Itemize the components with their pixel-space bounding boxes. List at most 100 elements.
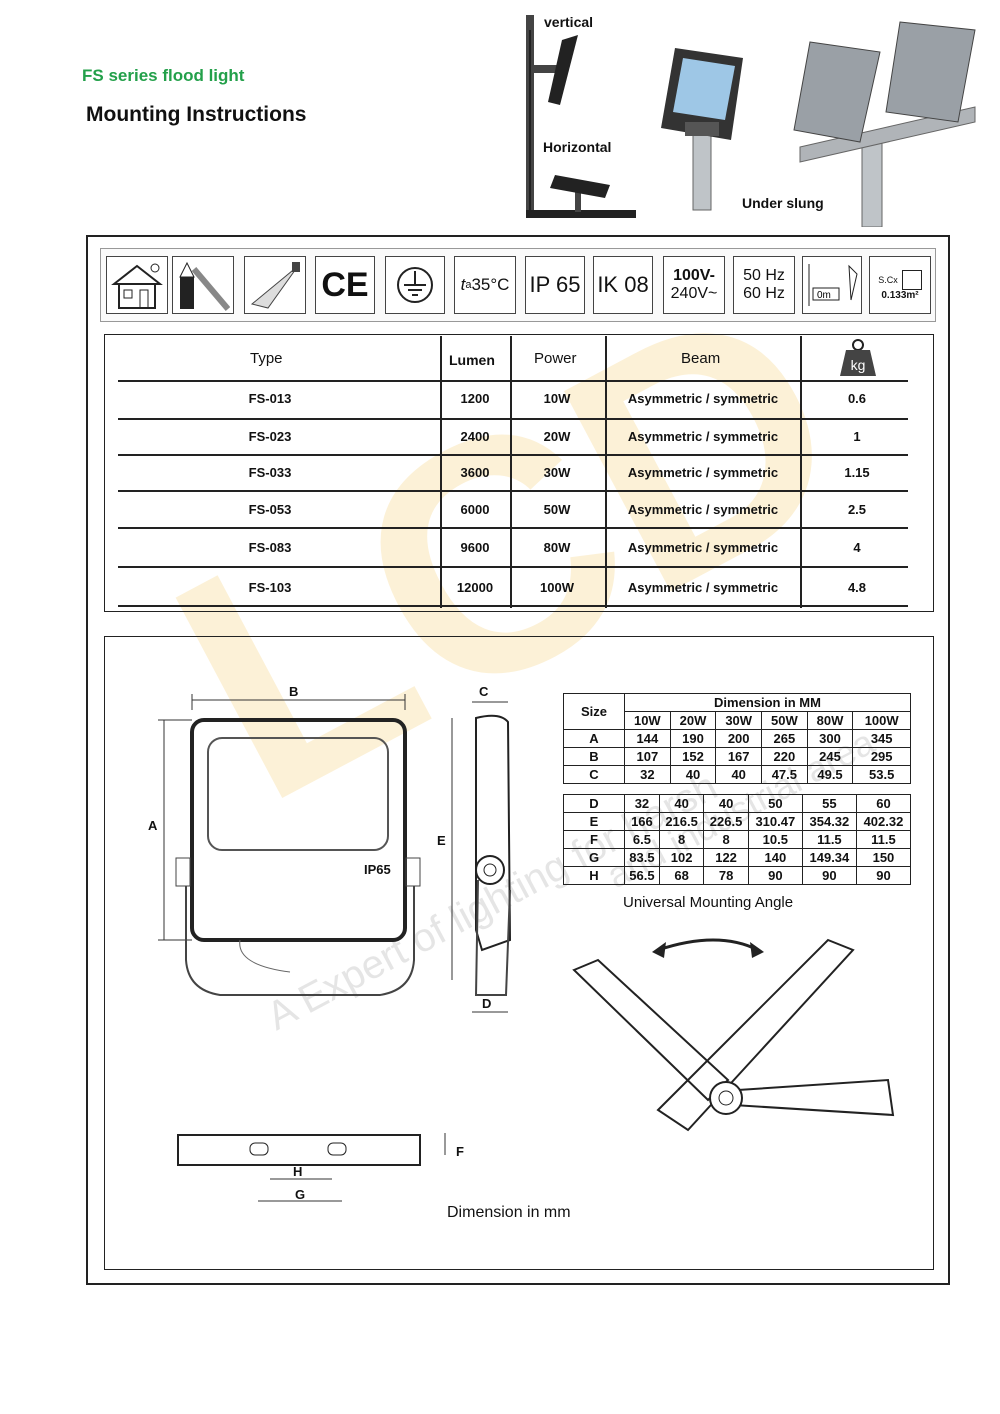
mounting-angle-caption: Universal Mounting Angle [623, 894, 794, 911]
dim-cell: 40 [703, 794, 749, 813]
dim-label-d: D [482, 996, 492, 1011]
beam-projection-icon [244, 256, 306, 314]
dim-cell: 122 [703, 848, 749, 867]
min-distance-icon: 0m [802, 256, 862, 314]
spec-sheet-frame [86, 235, 950, 1285]
dim-cell: 8 [703, 830, 749, 849]
spec-cell: 0.6 [847, 391, 867, 406]
dim-label-c: C [479, 684, 489, 699]
ground-earth-icon [385, 256, 445, 314]
dim-label-a: A [148, 818, 158, 833]
dim-cell: F [563, 830, 625, 849]
dim-cell: 55 [801, 794, 857, 813]
wall-mount-icon [172, 256, 234, 314]
spec-cell: 10W [543, 391, 571, 406]
certification-icon-bar [100, 248, 936, 322]
dim-cell: 83.5 [624, 848, 660, 867]
dim-cell: 107 [624, 747, 671, 766]
dim-label-e: E [437, 833, 446, 848]
dim-cell: 68 [658, 866, 705, 885]
front-view-drawing [158, 694, 421, 996]
side-view-drawing [451, 701, 512, 1013]
spec-cell: 20W [543, 429, 571, 444]
dim-cell: 167 [715, 747, 763, 766]
voltage-icon: 100V-240V~ [663, 256, 725, 314]
dim-cell: G [563, 848, 625, 867]
spec-cell: 1 [853, 429, 861, 444]
dim-cell: 49.5 [806, 765, 854, 784]
dim-cell: 53.5 [852, 765, 911, 784]
mounting-angle-drawing [572, 938, 895, 1132]
spec-cell: 6000 [460, 502, 490, 517]
ce-mark-icon: CE [315, 256, 375, 314]
spec-cell: FS-013 [248, 391, 292, 406]
spec-cell: 1200 [460, 391, 490, 406]
spec-cell: Asymmetric / symmetric [627, 540, 779, 555]
header-type: Type [250, 350, 283, 367]
page-title: Mounting Instructions [86, 103, 307, 126]
dim-cell: 40 [658, 794, 705, 813]
dim-cell: 245 [806, 747, 854, 766]
dim-cell: 32 [624, 765, 671, 784]
dim-cell: C [563, 765, 625, 784]
dim-cell: 200 [715, 729, 763, 748]
spec-cell: FS-023 [248, 429, 292, 444]
ik-rating-icon: IK 08 [593, 256, 653, 314]
dim-cell: 402.32 [855, 812, 912, 831]
spec-cell: 4.8 [847, 580, 867, 595]
dim-size-header: Size [563, 693, 625, 730]
dim-mm-header: Dimension in MM [624, 693, 911, 712]
mounting-diagram [526, 15, 636, 218]
dim-power-header: 80W [806, 711, 854, 730]
dim-cell: 32 [624, 794, 660, 813]
dim-cell: 354.32 [801, 812, 857, 831]
dim-cell: 90 [747, 866, 803, 885]
spec-cell: Asymmetric / symmetric [627, 429, 779, 444]
dim-cell: 78 [703, 866, 749, 885]
dim-power-header: 30W [715, 711, 763, 730]
vertical-label: vertical [544, 14, 594, 30]
weight-kg-icon: kg [840, 339, 876, 376]
dim-label-f: F [456, 1144, 464, 1159]
dim-cell: 11.5 [855, 830, 912, 849]
dim-cell: 345 [852, 729, 911, 748]
dim-cell: D [563, 794, 625, 813]
dim-label-h: H [293, 1164, 303, 1179]
dim-cell: A [563, 729, 625, 748]
under-slung-label: Under slung [742, 195, 824, 211]
floodlight-pole-image [661, 48, 743, 211]
spec-cell: FS-033 [248, 465, 292, 480]
dim-cell: 220 [761, 747, 808, 766]
dim-cell: 11.5 [801, 830, 857, 849]
spec-cell: Asymmetric / symmetric [627, 391, 779, 406]
dim-cell: 47.5 [761, 765, 808, 784]
spec-cell: FS-053 [248, 502, 292, 517]
dim-cell: 60 [855, 794, 912, 813]
spec-cell: 12000 [456, 580, 494, 595]
spec-cell: 100W [540, 580, 574, 595]
dim-power-header: 10W [624, 711, 671, 730]
dim-cell: 40 [669, 765, 717, 784]
dim-cell: 50 [747, 794, 803, 813]
dim-cell: 190 [669, 729, 717, 748]
dim-cell: 265 [761, 729, 808, 748]
dim-cell: H [563, 866, 625, 885]
dim-label-g: G [295, 1187, 306, 1202]
spec-cell: 50W [543, 502, 571, 517]
dim-label-b: B [289, 684, 299, 699]
dim-cell: B [563, 747, 625, 766]
dim-cell: 8 [658, 830, 705, 849]
ip-rating-icon: IP 65 [525, 256, 585, 314]
dim-cell: 102 [658, 848, 705, 867]
spec-cell: Asymmetric / symmetric [627, 465, 779, 480]
header-power: Power [534, 350, 577, 367]
dim-cell: 226.5 [703, 812, 749, 831]
